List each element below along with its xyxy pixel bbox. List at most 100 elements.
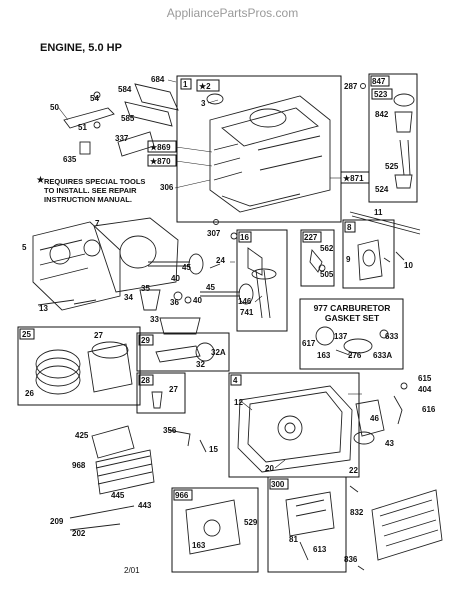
label-36: 36 xyxy=(170,298,179,307)
label-40a: 40 xyxy=(171,274,180,283)
box-8-label: 8 xyxy=(347,223,352,232)
carb-line2: GASKET SET xyxy=(324,313,380,323)
box-869-label: ★869 xyxy=(150,143,171,152)
box-227 xyxy=(300,229,335,287)
label-356: 356 xyxy=(163,426,177,435)
label-584: 584 xyxy=(118,85,132,94)
label-616: 616 xyxy=(422,405,436,414)
label-33: 33 xyxy=(150,315,159,324)
flywheel-housing xyxy=(69,425,207,531)
label-524: 524 xyxy=(375,185,389,194)
box-870-label: ★870 xyxy=(150,157,171,166)
box-2-label: ★2 xyxy=(199,82,211,91)
label-146: 146 xyxy=(238,297,252,306)
governor-parts xyxy=(309,248,326,273)
valve-train xyxy=(139,253,254,335)
box-16 xyxy=(236,229,288,332)
box-label-966 xyxy=(173,489,193,501)
oil-fill-parts xyxy=(360,83,415,189)
box-label-4 xyxy=(230,374,242,386)
label-741: 741 xyxy=(240,308,254,317)
box-29-label: 29 xyxy=(141,336,150,345)
special-tools-note: ★ REQUIRES SPECIAL TOOLS TO INSTALL. SEE… xyxy=(36,176,152,205)
carburetor-gasket-set-caption: 977 CARBURETOR GASKET SET xyxy=(302,303,402,323)
box-group xyxy=(17,73,418,573)
label-5: 5 xyxy=(22,243,27,252)
camshaft-governor xyxy=(353,382,408,445)
box-label-870 xyxy=(147,154,177,167)
label-163a: 163 xyxy=(317,351,331,360)
label-81: 81 xyxy=(289,535,298,544)
label-443: 443 xyxy=(138,501,152,510)
label-24: 24 xyxy=(216,256,225,265)
label-307: 307 xyxy=(207,229,221,238)
label-529: 529 xyxy=(244,518,258,527)
box-label-523 xyxy=(371,88,393,100)
breather-box-8 xyxy=(357,239,391,281)
box-label-1 xyxy=(180,78,192,90)
box-28-label: 28 xyxy=(141,376,150,385)
box-16-label: 16 xyxy=(240,233,249,242)
box-block-1 xyxy=(176,75,342,223)
label-27b: 27 xyxy=(169,385,178,394)
label-45b: 45 xyxy=(206,283,215,292)
label-968: 968 xyxy=(72,461,86,470)
label-635: 635 xyxy=(63,155,77,164)
box-871-label: ★871 xyxy=(343,174,364,183)
note-text: REQUIRES SPECIAL TOOLS TO INSTALL. SEE R… xyxy=(44,177,146,204)
label-40b: 40 xyxy=(193,296,202,305)
box-label-28 xyxy=(138,374,154,386)
box-227-label: 227 xyxy=(304,233,318,242)
label-32A: 32A xyxy=(211,348,226,357)
label-633: 633 xyxy=(385,332,399,341)
cylinder-block xyxy=(206,93,331,213)
label-832: 832 xyxy=(350,508,364,517)
label-10: 10 xyxy=(404,261,413,270)
label-836: 836 xyxy=(344,555,358,564)
revision-date: 2/01 xyxy=(124,566,140,575)
box-966 xyxy=(171,487,259,573)
box-label-300 xyxy=(269,478,289,490)
label-562: 562 xyxy=(320,244,334,253)
breather-parts xyxy=(63,83,179,157)
diagram-title: ENGINE, 5.0 HP xyxy=(40,42,122,54)
muffler-300 xyxy=(285,491,335,561)
label-842: 842 xyxy=(375,110,389,119)
label-12: 12 xyxy=(234,398,243,407)
leader-lines xyxy=(57,79,362,469)
box-label-8 xyxy=(344,221,356,233)
label-15: 15 xyxy=(209,445,218,454)
label-202: 202 xyxy=(72,529,86,538)
box-label-2 xyxy=(196,79,220,92)
label-54: 54 xyxy=(90,94,99,103)
label-11: 11 xyxy=(374,208,383,217)
box-300-label: 300 xyxy=(271,480,285,489)
label-32: 32 xyxy=(196,360,205,369)
label-35: 35 xyxy=(141,284,150,293)
label-20: 20 xyxy=(265,464,274,473)
box-523-label: 523 xyxy=(374,90,388,99)
valve-cover-966 xyxy=(185,499,241,555)
piston-rings xyxy=(35,341,133,395)
box-label-847 xyxy=(370,75,390,87)
crankshaft xyxy=(247,247,277,319)
label-445: 445 xyxy=(111,491,125,500)
label-46: 46 xyxy=(370,414,379,423)
star-icon: ★ xyxy=(36,175,45,186)
label-209: 209 xyxy=(50,517,64,526)
label-22: 22 xyxy=(349,466,358,475)
muffler-guard xyxy=(371,489,443,561)
box-300 xyxy=(267,476,347,573)
label-525: 525 xyxy=(385,162,399,171)
label-3: 3 xyxy=(201,99,206,108)
label-585: 585 xyxy=(121,114,135,123)
label-43: 43 xyxy=(385,439,394,448)
label-27a: 27 xyxy=(94,331,103,340)
crankcase-cover xyxy=(237,385,353,473)
label-505: 505 xyxy=(320,270,334,279)
gasket-set xyxy=(315,326,389,357)
carb-line1: 977 CARBURETOR xyxy=(313,303,391,313)
box-label-869 xyxy=(147,140,177,153)
box-847-label: 847 xyxy=(372,77,386,86)
